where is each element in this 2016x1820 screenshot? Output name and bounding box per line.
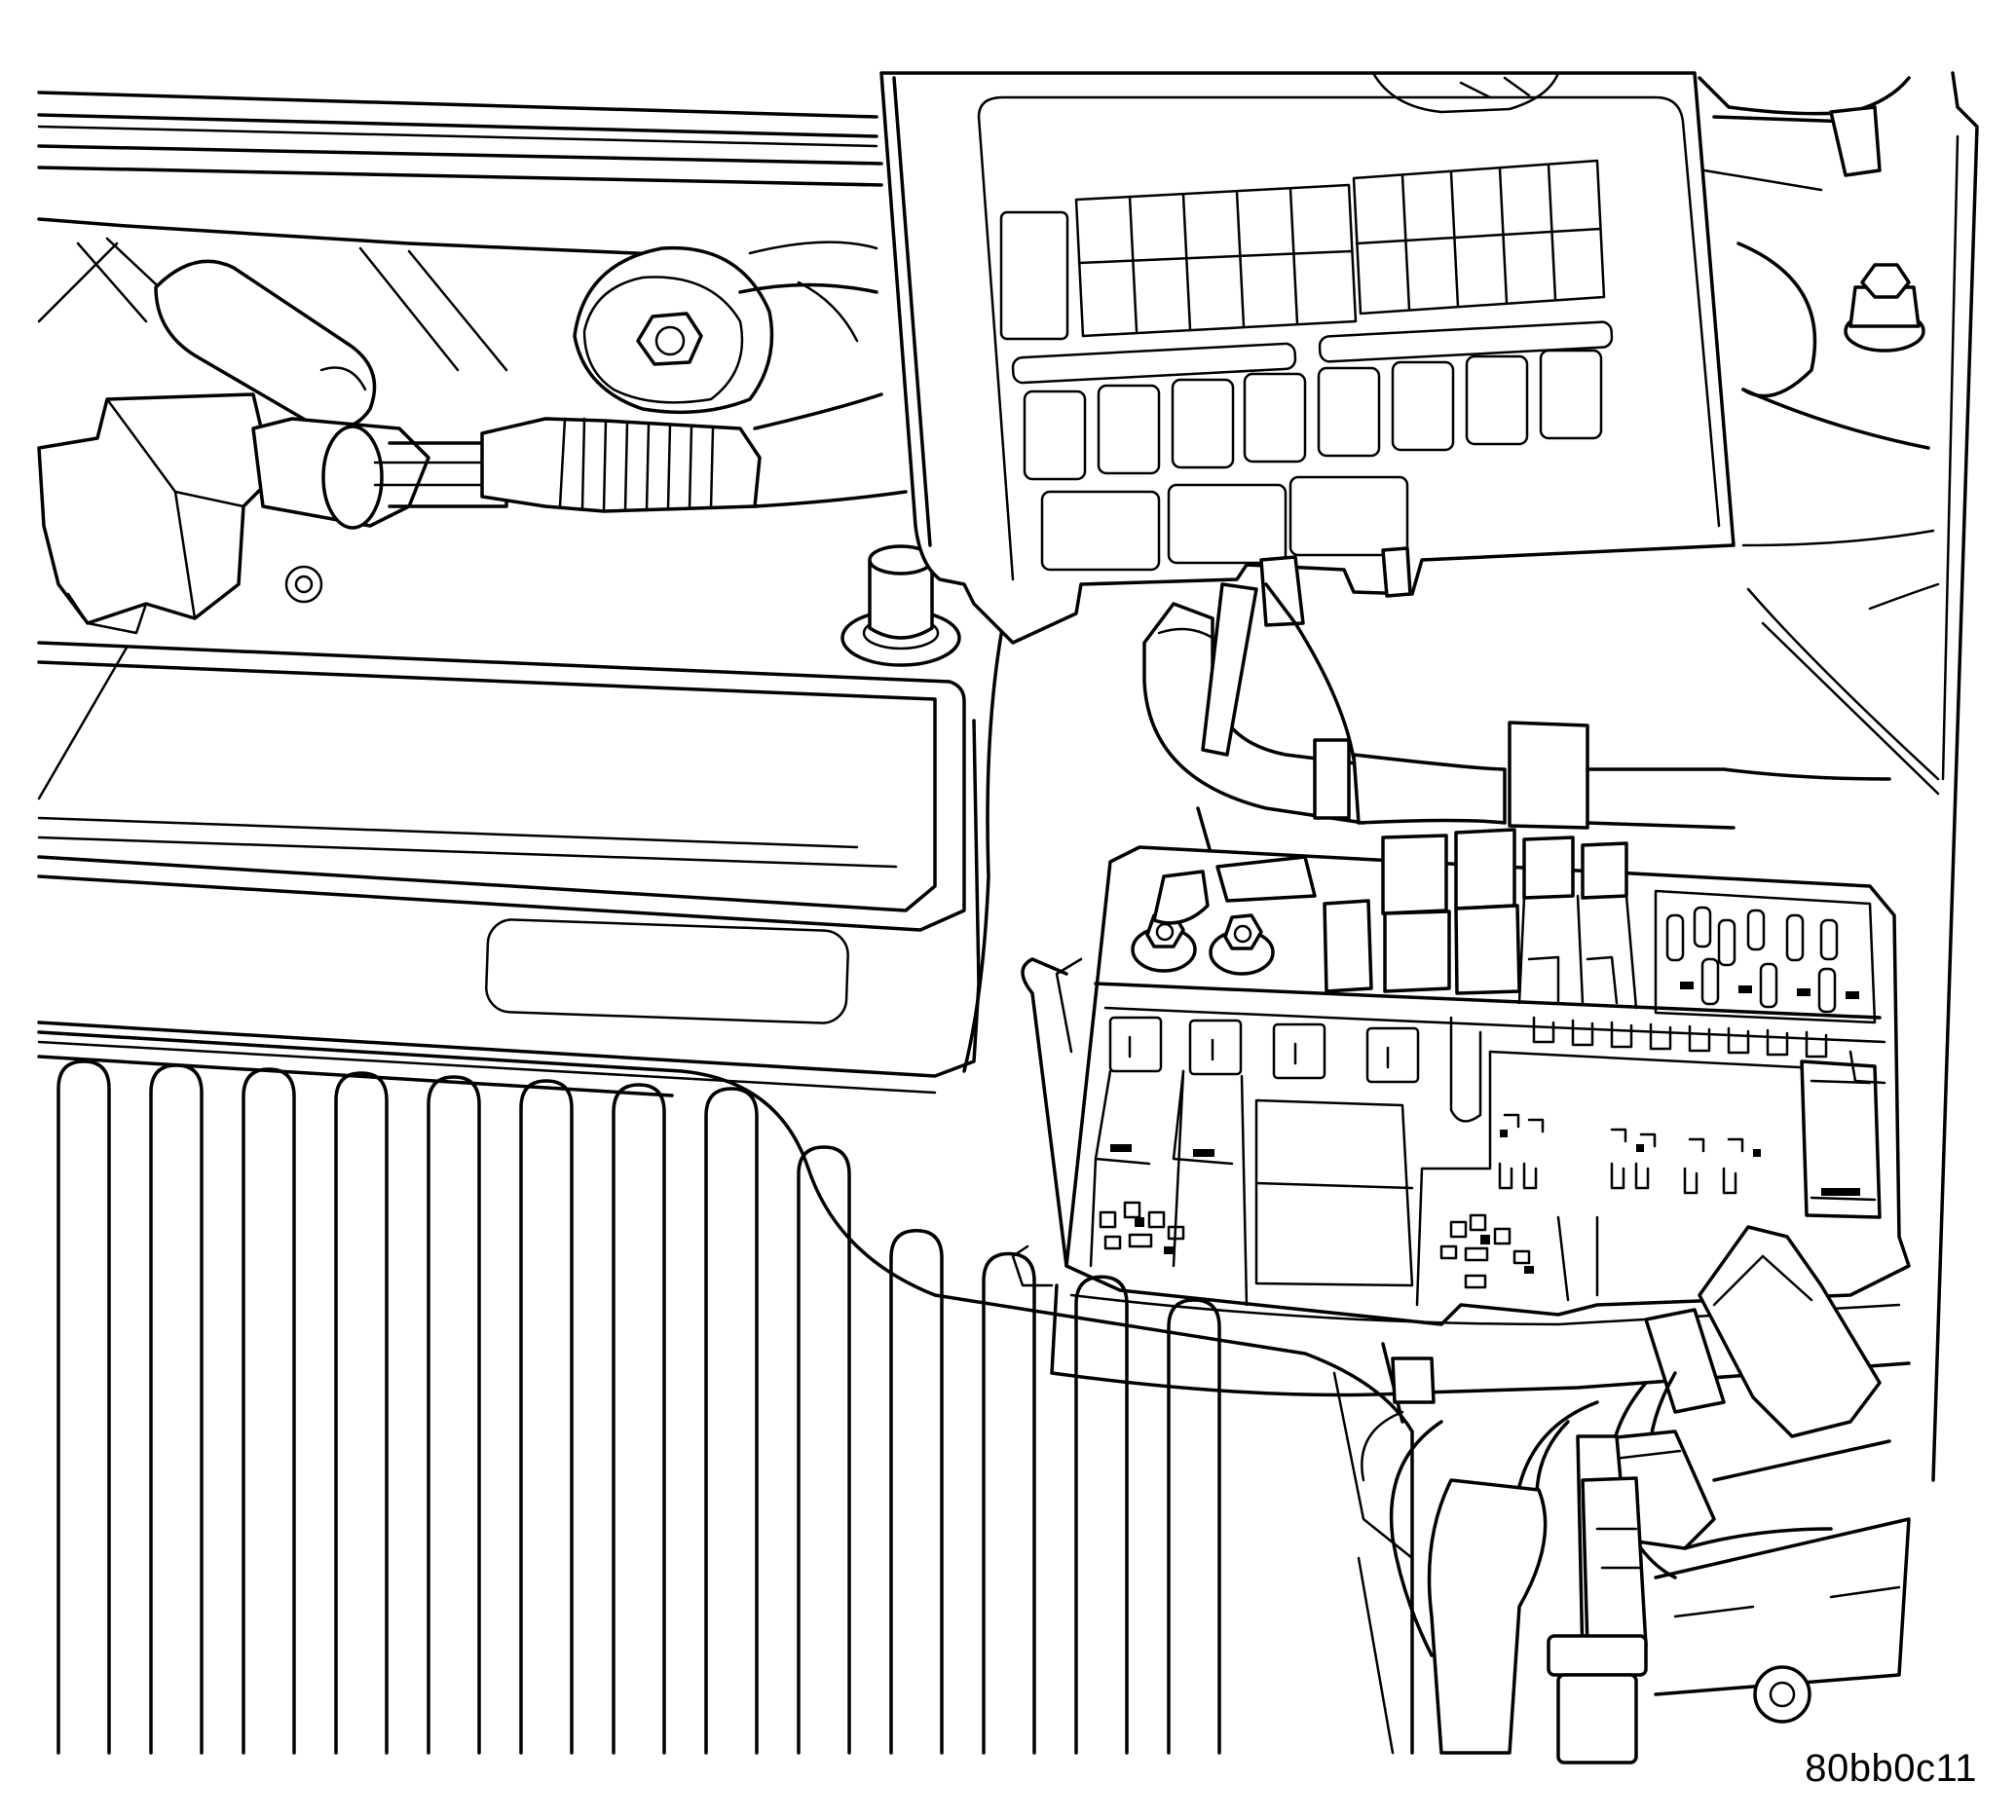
power-distribution-center bbox=[1011, 828, 1911, 1397]
fender-bolt bbox=[1844, 263, 1925, 353]
mini-fuse-grid-left bbox=[1074, 159, 1606, 338]
rib bbox=[149, 1063, 204, 1755]
terminal-studs bbox=[1131, 855, 1317, 976]
ribbed-trim-panel bbox=[37, 1030, 1414, 1755]
rib bbox=[1074, 1275, 1129, 1755]
fuse-symbols bbox=[1099, 1113, 1761, 1289]
mini-fuses-right bbox=[1654, 889, 1877, 1024]
rib bbox=[889, 1229, 944, 1755]
rib bbox=[427, 1075, 481, 1755]
cavity-row-front bbox=[1089, 1016, 1420, 1307]
relays-top bbox=[1323, 828, 1638, 1010]
wiring-harness-hose bbox=[1142, 582, 1891, 937]
fuse-box-cover bbox=[879, 71, 1736, 645]
rib bbox=[704, 1087, 759, 1755]
fender-panel bbox=[1698, 71, 1979, 1482]
rib bbox=[1167, 1298, 1221, 1755]
rib bbox=[612, 1083, 666, 1755]
battery bbox=[37, 621, 1005, 1095]
figure-id-label: 80bb0c11 bbox=[1805, 1747, 1977, 1790]
rib bbox=[797, 1145, 851, 1755]
rib bbox=[519, 1079, 574, 1755]
fuse-cells-middle-row bbox=[1023, 349, 1603, 481]
intake-rails bbox=[37, 91, 883, 372]
rib bbox=[334, 1071, 389, 1755]
rib bbox=[982, 1251, 1036, 1755]
strut-tower-nut bbox=[573, 241, 878, 415]
rib bbox=[56, 1059, 111, 1755]
rib bbox=[242, 1067, 296, 1755]
battery-cable-clamp bbox=[37, 259, 908, 635]
ribs bbox=[56, 1059, 1221, 1755]
battery-terminal-post bbox=[840, 544, 961, 667]
harness-connectors-lower bbox=[1361, 1225, 1911, 1764]
